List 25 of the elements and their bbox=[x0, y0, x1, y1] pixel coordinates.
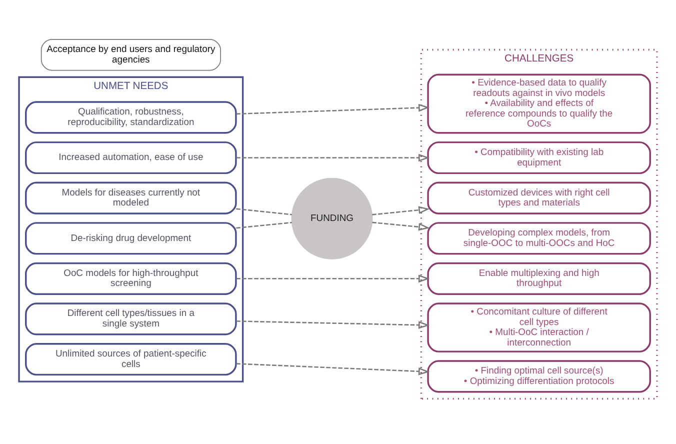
arrow bbox=[236, 274, 430, 282]
node-box: • Concomitant culture of different cell types • Multi-OoC interaction / interconnection bbox=[427, 302, 651, 352]
node-box: OoC models for high-throughput screening bbox=[25, 262, 237, 294]
node-box: Unlimited sources of patient-specific cells bbox=[25, 342, 237, 376]
node-circle: FUNDING bbox=[291, 177, 373, 259]
node-box: Developing complex models, from single-OOC to multi-OOCs and HoC bbox=[427, 222, 651, 254]
arrow bbox=[372, 221, 430, 230]
arrow bbox=[236, 103, 430, 114]
node-box: De-risking drug development bbox=[25, 222, 237, 254]
arrow bbox=[372, 206, 430, 215]
connector bbox=[236, 221, 292, 228]
node-box: • Finding optimal cell source(s) • Optimizing differentiation protocols bbox=[427, 360, 651, 392]
node-box: Increased automation, ease of use bbox=[25, 140, 237, 174]
node-box: • Compatibility with existing lab equipment bbox=[427, 140, 651, 174]
connector bbox=[236, 208, 292, 215]
node-box: Different cell types/tissues in a single system bbox=[25, 302, 237, 335]
arrow bbox=[236, 362, 430, 375]
node-box: Qualification, robustness, reproducibility, standardization bbox=[25, 100, 237, 134]
arrow bbox=[236, 153, 430, 162]
node-box: Customized devices with right cell types and materials bbox=[427, 181, 651, 214]
node-box: Enable multiplexing and high throughput bbox=[427, 262, 651, 294]
node-box: • Evidence-based data to qualify readouts against in vivo models • Availability and effects of reference compounds to qualify the OoCs bbox=[427, 73, 651, 134]
node-box: Acceptance by end users and regulatory agencies bbox=[40, 38, 221, 70]
arrow bbox=[236, 320, 430, 328]
node-box: Models for diseases currently not modeled bbox=[25, 181, 237, 214]
